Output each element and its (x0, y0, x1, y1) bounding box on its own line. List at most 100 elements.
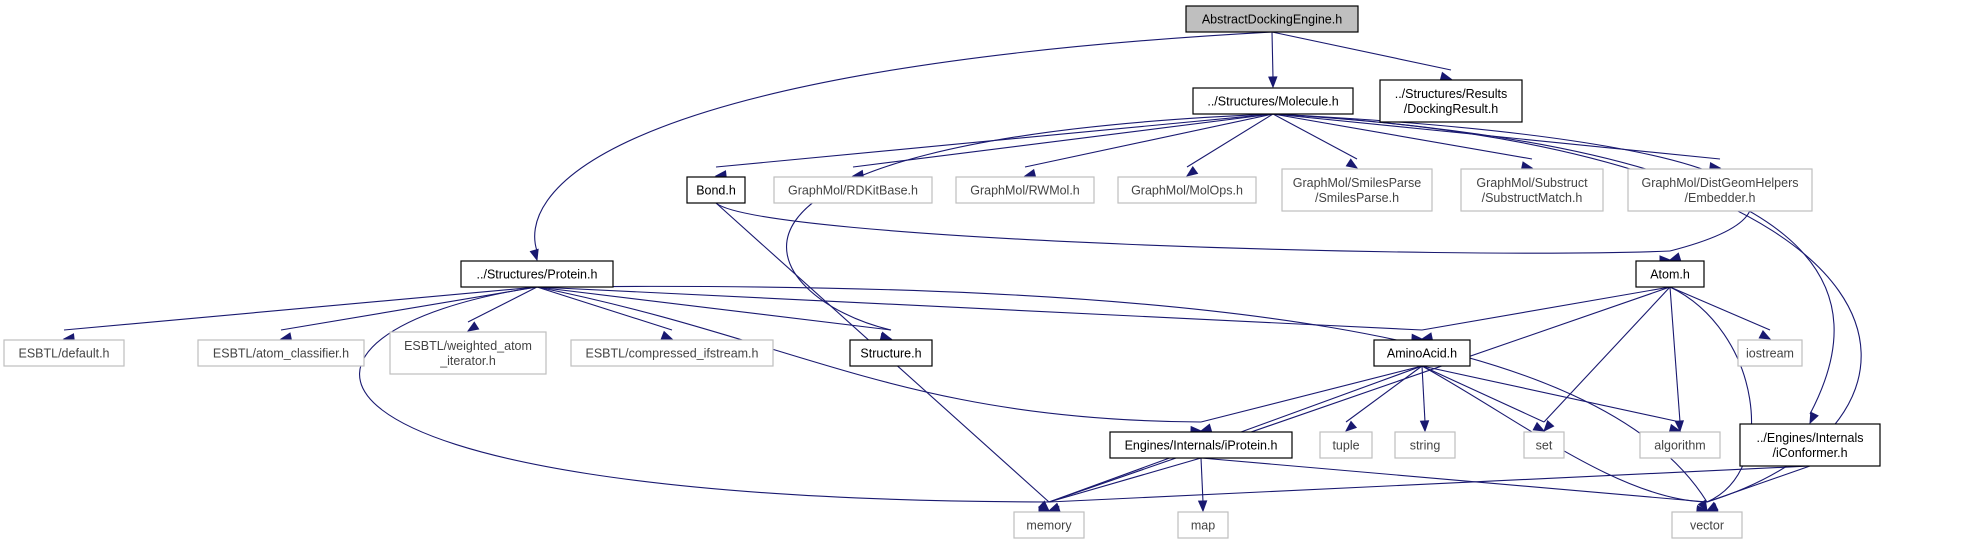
node-label: AminoAcid.h (1387, 347, 1457, 361)
arrowhead (1674, 420, 1684, 433)
arrowhead (1705, 502, 1719, 512)
node-docking-result[interactable]: ../Structures/Results/DockingResult.h (1379, 79, 1523, 123)
node-atom[interactable]: Atom.h (1635, 260, 1705, 288)
arrowhead (1344, 420, 1358, 432)
edge-protein-to-esbtl_compressed (536, 286, 674, 340)
node-molecule[interactable]: ../Structures/Molecule.h (1192, 87, 1354, 115)
edge-line (1669, 286, 1771, 331)
edge-line (1024, 113, 1274, 168)
nodes-layer: AbstractDockingEngine.h ../Structures/Mol… (3, 5, 1881, 539)
node-box (1627, 168, 1813, 212)
arrowhead (1419, 420, 1430, 433)
node-label: ../Structures/Results (1395, 87, 1508, 101)
node-box (1379, 79, 1523, 123)
arrowhead (1439, 71, 1453, 81)
edge-line (1345, 365, 1423, 423)
node-label: set (1536, 439, 1553, 453)
node-structure[interactable]: Structure.h (849, 339, 933, 367)
arrowhead (529, 248, 539, 262)
node-box (1319, 431, 1373, 459)
edge-molecule-to-molops (1185, 113, 1274, 177)
edge-protein-to-aminoacid (536, 286, 1424, 344)
edge-line (1271, 31, 1452, 71)
node-vector: vector (1671, 511, 1743, 539)
node-esbtl-weighted: ESBTL/weighted_atom_iterator.h (389, 331, 547, 375)
node-label: ESBTL/weighted_atom (404, 339, 532, 353)
node-label: ../Structures/Molecule.h (1207, 95, 1338, 109)
edge-line (852, 113, 1274, 168)
edge-aminoacid-to-set (1421, 365, 1546, 432)
node-box (773, 176, 933, 204)
arrowhead (1185, 166, 1199, 177)
edge-atom-to-iostream (1669, 286, 1772, 340)
edge-atom-to-aminoacid (1420, 286, 1671, 342)
node-tuple: tuple (1319, 431, 1373, 459)
edge-molecule-to-structure (785, 113, 1274, 341)
edge-protein-to-esbtl_weighted (466, 286, 538, 332)
node-box (1639, 431, 1721, 459)
edge-line (1706, 465, 1811, 503)
node-bond[interactable]: Bond.h (686, 176, 746, 204)
arrowhead (1668, 252, 1682, 262)
node-label: ESBTL/compressed_ifstream.h (586, 347, 759, 361)
node-iconformer[interactable]: ../Engines/Internals/iConformer.h (1739, 423, 1881, 467)
node-box (1671, 511, 1743, 539)
node-map: map (1177, 511, 1229, 539)
node-label: /iConformer.h (1772, 446, 1847, 460)
edge-atom-to-set (1543, 286, 1671, 433)
edge-line (1200, 457, 1204, 503)
node-label: GraphMol/RDKitBase.h (788, 184, 918, 198)
node-molops: GraphMol/MolOps.h (1117, 176, 1257, 204)
arrowhead (1197, 500, 1208, 513)
node-substructmatch: GraphMol/Substruct/SubstructMatch.h (1460, 168, 1604, 212)
arrowhead (660, 330, 674, 340)
edge-aminoacid-to-algorithm (1421, 365, 1682, 434)
node-box (1177, 511, 1229, 539)
node-algorithm: algorithm (1639, 431, 1721, 459)
edge-line (536, 286, 673, 331)
edge-line (1543, 286, 1671, 423)
node-box (1109, 431, 1293, 459)
edge-aminoacid-to-tuple (1344, 365, 1423, 432)
arrowhead (1345, 158, 1359, 169)
edge-atom-to-vector (1669, 286, 1752, 512)
edge-line (359, 286, 1050, 503)
edge-line (536, 286, 1423, 331)
node-label: GraphMol/DistGeomHelpers (1642, 176, 1799, 190)
node-rdkitbase: GraphMol/RDKitBase.h (773, 176, 933, 204)
node-iprotein[interactable]: Engines/Internals/iProtein.h (1109, 431, 1293, 459)
node-box (1394, 431, 1456, 459)
node-label: GraphMol/Substruct (1476, 176, 1588, 190)
arrowhead (1199, 423, 1213, 433)
node-box (197, 339, 365, 367)
edge-iprotein-to-memory (1047, 457, 1202, 513)
edge-line (1048, 286, 1671, 503)
node-rwmol: GraphMol/RWMol.h (955, 176, 1095, 204)
node-label: Bond.h (696, 184, 736, 198)
node-box (1192, 87, 1354, 115)
arrowhead (1532, 421, 1546, 432)
node-label: /Embedder.h (1685, 191, 1756, 205)
node-root[interactable]: AbstractDockingEngine.h (1185, 5, 1359, 33)
node-aminoacid[interactable]: AminoAcid.h (1373, 339, 1471, 367)
node-protein[interactable]: ../Structures/Protein.h (460, 260, 614, 288)
edge-line (1421, 365, 1545, 423)
edge-line (1421, 365, 1708, 503)
node-box (1737, 339, 1803, 367)
edge-line (1200, 457, 1708, 503)
node-box (3, 339, 125, 367)
node-iostream: iostream (1737, 339, 1803, 367)
node-esbtl-atom-classifier: ESBTL/atom_classifier.h (197, 339, 365, 367)
node-label: /SubstructMatch.h (1482, 191, 1583, 205)
edges-layer (62, 31, 1862, 516)
node-esbtl-compressed: ESBTL/compressed_ifstream.h (570, 339, 774, 367)
edge-line (467, 286, 538, 323)
node-label: algorithm (1654, 439, 1705, 453)
node-label: ../Engines/Internals (1756, 431, 1863, 445)
edge-line (1200, 365, 1423, 423)
node-label: GraphMol/RWMol.h (970, 184, 1080, 198)
node-embedder: GraphMol/DistGeomHelpers/Embedder.h (1627, 168, 1813, 212)
node-label: ESBTL/atom_classifier.h (213, 347, 349, 361)
edge-bond-to-atom (715, 202, 1672, 265)
